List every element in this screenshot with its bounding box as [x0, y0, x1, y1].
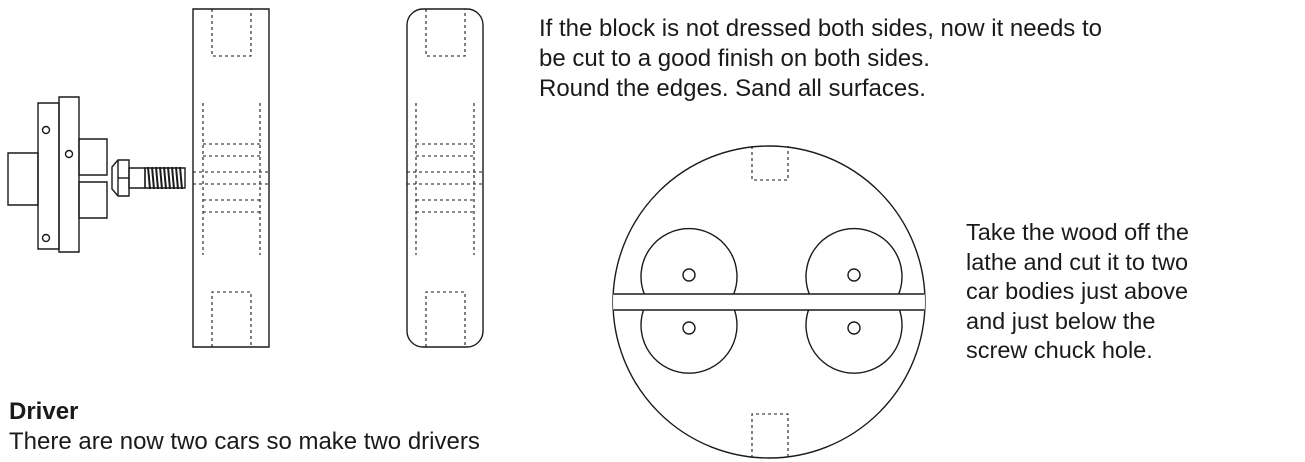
intro-line: Round the edges. Sand all surfaces. — [539, 75, 926, 102]
cut-line: Take the wood off the — [966, 219, 1189, 245]
intro-line: be cut to a good finish on both sides. — [539, 45, 930, 72]
chuck-flange-outer — [38, 103, 59, 249]
chuck-flange-inner — [59, 97, 79, 252]
disc-cut-diagram — [600, 146, 940, 458]
cut-line: screw chuck hole. — [966, 337, 1153, 363]
cut-instructions: Take the wood off the lathe and cut it t… — [966, 218, 1189, 366]
screw-chuck-assembly — [8, 97, 185, 252]
axle-hole-2 — [848, 269, 860, 281]
chuck-jaw-top — [79, 139, 107, 175]
saw-cut-gap — [613, 294, 925, 310]
chuck-hole-2 — [66, 151, 73, 158]
wood-block-front-view — [193, 9, 269, 347]
cut-line: and just below the — [966, 307, 1156, 334]
axle-hole-1 — [683, 269, 695, 281]
wheel-bottom-right — [806, 310, 902, 373]
wood-block-rounded-view — [407, 9, 483, 347]
screw-shank — [129, 168, 145, 188]
chuck-hole-3 — [43, 235, 50, 242]
chuck-hole-1 — [43, 127, 50, 134]
chuck-body-left — [8, 153, 38, 205]
driver-heading: Driver — [9, 398, 79, 425]
intro-line: If the block is not dressed both sides, … — [539, 15, 1102, 42]
axle-hole-4 — [848, 322, 860, 334]
driver-text: There are now two cars so make two drive… — [9, 428, 480, 455]
screw-thread — [148, 167, 182, 189]
driver-hole-top — [751, 146, 789, 181]
cut-line: car bodies just above — [966, 278, 1189, 304]
wheel-bottom-left — [641, 310, 737, 373]
chuck-jaw-bottom — [79, 182, 107, 218]
wheel-top-right — [806, 229, 902, 294]
driver-hole-bottom — [751, 413, 789, 458]
wheel-top-left — [641, 229, 737, 294]
intro-instructions: If the block is not dressed both sides, … — [539, 14, 1102, 104]
cut-line: lathe and cut it to two — [966, 248, 1189, 275]
axle-hole-3 — [683, 322, 695, 334]
